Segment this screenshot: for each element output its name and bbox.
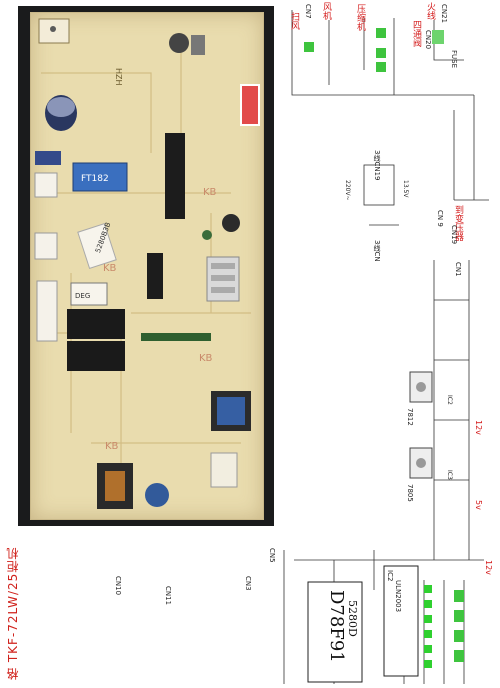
label-four-way: 四通阀 <box>411 20 421 47</box>
kb-mark-2: KB <box>103 263 117 274</box>
label-12v: 12v <box>474 420 483 435</box>
cn10-label: CN10 <box>114 576 122 596</box>
schematic-lines <box>136 10 489 684</box>
cn1-label: CN1 <box>454 262 462 277</box>
cn7-label: CN7 <box>304 4 312 19</box>
ft-label: FT182 <box>81 174 109 184</box>
cn11-label: CN11 <box>164 586 172 606</box>
transformer-secondary: 13.5V <box>402 180 409 198</box>
cn3-label: CN3 <box>244 576 252 591</box>
label-12v-bottom: 12v <box>484 560 493 575</box>
schematic-diagram: 扫风 风机 压缩机 火线 四通阀 到变压器 FUSE 12v 5v 12v CN… <box>114 0 500 684</box>
kb-mark-1: KB <box>203 187 217 198</box>
reg2-label: 7805 <box>406 484 414 502</box>
label-compressor: 压缩机 <box>355 4 365 31</box>
label-5v: 5v <box>474 500 483 510</box>
label-transformer: 到变压器 <box>453 205 463 241</box>
main-chip-line2: 5280D <box>346 600 359 637</box>
hzh-mark: HZH <box>114 68 123 86</box>
label-fire: 火线 <box>425 2 435 20</box>
cn5-label: CN5 <box>268 548 276 563</box>
kb-mark-4: KB <box>105 441 119 452</box>
cn20-label: CN20 <box>424 30 432 50</box>
pcb-components: HZH FT182 5280B3B DEG <box>34 18 260 509</box>
cn19-label: CN19 <box>450 225 458 245</box>
transformer-primary: 220V~ <box>344 180 351 201</box>
reg1-label: 7812 <box>406 408 414 426</box>
board-title: 格 TKF-72LW/25柜机 <box>6 546 20 680</box>
relay-text: DEG <box>75 292 90 300</box>
pcb-board: HZH FT182 5280B3B DEG <box>30 12 264 520</box>
cn21-label: CN21 <box>440 4 448 24</box>
main-chip-line1: D78F91 <box>326 590 347 663</box>
label-fan: 风机 <box>321 2 331 20</box>
label-fuse: FUSE <box>450 50 458 69</box>
reg1-ic-label: IC2 <box>446 395 453 405</box>
label-swing: 扫风 <box>289 12 299 30</box>
kb-mark-3: KB <box>199 353 213 364</box>
reg2-ic-label: IC3 <box>446 470 453 480</box>
driver-chip-name: ULN2003 <box>394 580 402 613</box>
cn9-label: CN 9 <box>436 210 444 227</box>
transformer-cn-b: 3线CN <box>373 240 381 262</box>
transformer-cn-a: 3线CN19 <box>373 150 381 181</box>
driver-chip-ref: IC2 <box>386 570 394 582</box>
